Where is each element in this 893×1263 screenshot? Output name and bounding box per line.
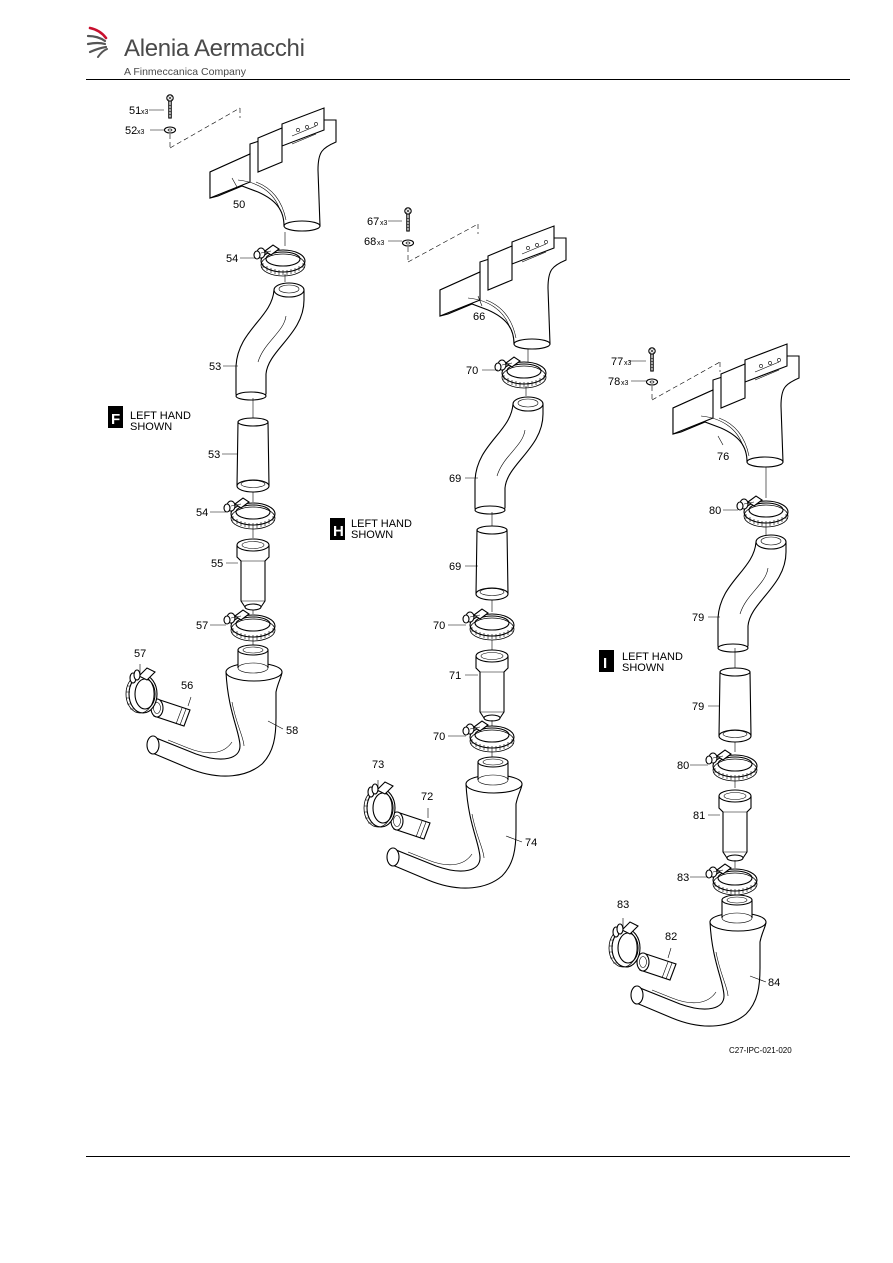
view-f-letter-box — [108, 406, 123, 428]
view-i-assembly — [599, 343, 800, 1027]
view-h-note-line1: LEFT HAND — [351, 518, 412, 530]
callout-duct-curved-i: 79 — [692, 612, 704, 624]
figure-code: C27-IPC-021-020 — [729, 1046, 792, 1055]
callout-clamp-mid-f: 54 — [196, 507, 208, 519]
callout-clamp-top-h: 70 — [466, 365, 478, 377]
view-h-letter: H — [333, 523, 344, 540]
view-f-callouts: 51 x3 52 x3 50 54 53 53 54 55 57 57 56 5… — [111, 105, 298, 737]
callout-clamp-side-f: 57 — [134, 648, 146, 660]
view-f-note-line1: LEFT HAND — [130, 410, 191, 422]
callout-clamp-low-f: 57 — [196, 620, 208, 632]
callout-qty-screw-i: x3 — [624, 360, 632, 367]
callout-washer-f: 52 — [125, 125, 137, 137]
view-h-letter-box — [330, 518, 345, 540]
callout-qty-screw-h: x3 — [380, 220, 388, 227]
callout-clamp-side-h: 73 — [372, 759, 384, 771]
header-rule — [86, 79, 850, 80]
view-i-callouts: 77 x3 78 x3 76 80 79 79 80 81 83 83 82 8… — [603, 356, 780, 989]
callout-qty-washer-f: x3 — [137, 129, 145, 136]
leader-lines — [139, 109, 767, 983]
view-i-letter-box — [599, 650, 614, 672]
view-f-note-line2: SHOWN — [130, 421, 172, 433]
brand-tagline: A Finmeccanica Company — [124, 66, 246, 78]
callout-elbow-f: 58 — [286, 725, 298, 737]
callout-housing-h: 66 — [473, 311, 485, 323]
callout-clamp-mid-h: 70 — [433, 620, 445, 632]
callout-clamp-top-i: 80 — [709, 505, 721, 517]
callout-qty-screw-f: x3 — [141, 109, 149, 116]
page-header: Alenia Aermacchi A Finmeccanica Company — [0, 0, 893, 82]
callout-clamp-mid-i: 80 — [677, 760, 689, 772]
callout-elbow-i: 84 — [768, 977, 780, 989]
callout-qty-washer-h: x3 — [377, 240, 385, 247]
footer-rule — [86, 1156, 850, 1157]
callout-elbow-h: 74 — [525, 837, 537, 849]
callout-screw-f: 51 — [129, 105, 141, 117]
callout-duct-curved-f: 53 — [209, 361, 221, 373]
callout-qty-washer-i: x3 — [621, 380, 629, 387]
callout-housing-f: 50 — [233, 199, 245, 211]
callout-sleeve-i: 82 — [665, 931, 677, 943]
view-i-note-line2: SHOWN — [622, 662, 664, 674]
callout-sleeve-h: 72 — [421, 791, 433, 803]
view-h-callouts: 67 x3 68 x3 66 70 69 69 70 71 70 73 72 7… — [333, 216, 537, 849]
callout-clamp-side-i: 83 — [617, 899, 629, 911]
callout-washer-h: 68 — [364, 236, 376, 248]
swoosh-logo-icon — [86, 26, 108, 58]
callout-housing-i: 76 — [717, 451, 729, 463]
view-f-assembly — [108, 94, 337, 777]
callout-adapter-f: 55 — [211, 558, 223, 570]
view-f-letter: F — [111, 411, 120, 428]
callout-duct-straight-i: 79 — [692, 701, 704, 713]
brand-name: Alenia Aermacchi — [124, 35, 305, 62]
view-i-note-line1: LEFT HAND — [622, 651, 683, 663]
callout-sleeve-f: 56 — [181, 680, 193, 692]
view-h-assembly — [330, 207, 567, 889]
callout-screw-i: 77 — [611, 356, 623, 368]
callout-screw-h: 67 — [367, 216, 379, 228]
callout-clamp-low-i: 83 — [677, 872, 689, 884]
callout-adapter-i: 81 — [693, 810, 705, 822]
callout-clamp-low-h: 70 — [433, 731, 445, 743]
callout-adapter-h: 71 — [449, 670, 461, 682]
callout-duct-straight-f: 53 — [208, 449, 220, 461]
callout-duct-curved-h: 69 — [449, 473, 461, 485]
view-i-letter: I — [603, 655, 607, 672]
callout-clamp-top-f: 54 — [226, 253, 238, 265]
callout-duct-straight-h: 69 — [449, 561, 461, 573]
view-h-note-line2: SHOWN — [351, 529, 393, 541]
callout-washer-i: 78 — [608, 376, 620, 388]
